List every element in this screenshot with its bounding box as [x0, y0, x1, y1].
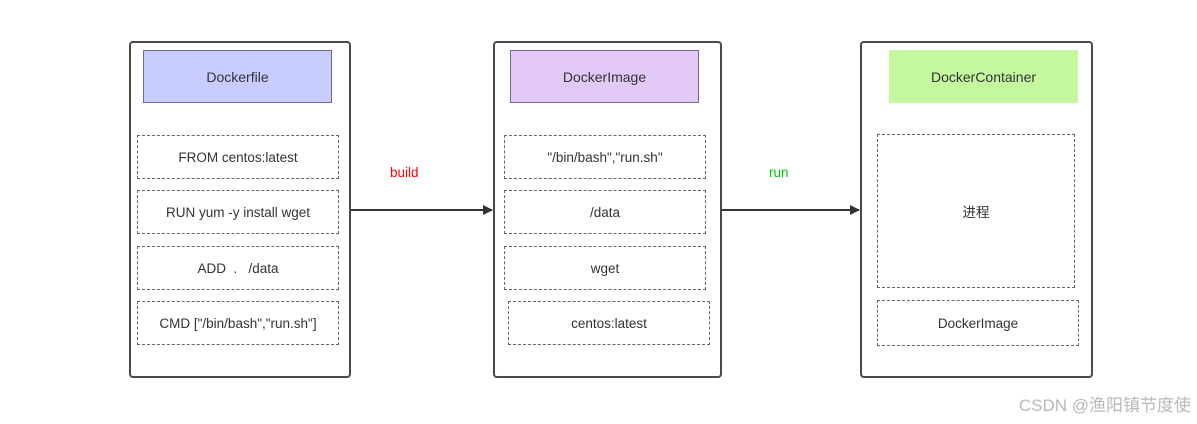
docker-container-header: DockerContainer: [889, 50, 1078, 103]
dockerfile-panel: Dockerfile FROM centos:latest RUN yum -y…: [129, 41, 351, 378]
dockerfile-instruction: ADD . /data: [137, 246, 339, 290]
build-label: build: [390, 165, 419, 180]
image-layer: "/bin/bash","run.sh": [504, 135, 706, 179]
dockerfile-instruction: RUN yum -y install wget: [137, 190, 339, 234]
run-label: run: [769, 165, 789, 180]
docker-image-header: DockerImage: [510, 50, 699, 103]
image-layer: centos:latest: [508, 301, 710, 345]
dockerfile-header: Dockerfile: [143, 50, 332, 103]
csdn-watermark: CSDN @渔阳镇节度使: [1018, 396, 1191, 415]
docker-image-panel: DockerImage "/bin/bash","run.sh" /data w…: [493, 41, 722, 378]
image-layer: /data: [504, 190, 706, 234]
image-layer: wget: [504, 246, 706, 290]
container-base-image: DockerImage: [877, 300, 1079, 346]
docker-container-panel: DockerContainer 进程 DockerImage: [860, 41, 1093, 378]
dockerfile-instruction: CMD ["/bin/bash","run.sh"]: [137, 301, 339, 345]
dockerfile-instruction: FROM centos:latest: [137, 135, 339, 179]
process-box: 进程: [877, 134, 1075, 288]
